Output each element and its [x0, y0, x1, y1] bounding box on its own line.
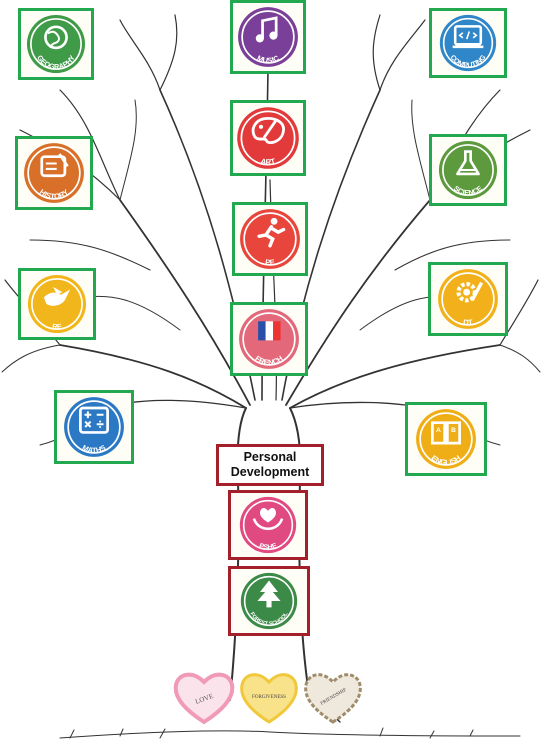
art-tile[interactable]: ART [230, 100, 306, 176]
science-tile[interactable]: SCIENCE [429, 134, 507, 206]
pe-badge: PE [240, 209, 300, 269]
computing-badge: COMPUTING [439, 14, 497, 72]
svg-text:B: B [451, 427, 456, 434]
dove-icon [43, 286, 71, 306]
art-badge: ART [237, 107, 299, 169]
dt-tile[interactable]: DT [428, 262, 508, 336]
forest-school-tile[interactable]: FOREST SCHOOL [228, 566, 310, 636]
history-label: HISTORY [38, 187, 70, 201]
maths-tile[interactable]: MATHS [54, 390, 134, 464]
science-badge: SCIENCE [438, 140, 498, 200]
geography-tile[interactable]: GEOGRAPHY [18, 8, 94, 80]
music-badge: MUSIC [238, 7, 298, 67]
music-label: MUSIC [256, 53, 281, 65]
music-tile[interactable]: MUSIC [230, 0, 306, 74]
pd-heading-line2: Development [230, 465, 310, 479]
french-tile[interactable]: FRENCH [230, 302, 308, 376]
french-flag-icon [258, 321, 281, 341]
english-label: ENGLISH [430, 453, 463, 467]
pe-tile[interactable]: PE [232, 202, 308, 276]
pshe-label: PSHE [258, 542, 278, 551]
gear-pencil-icon [456, 281, 484, 303]
dt-label: DT [463, 317, 474, 327]
runner-icon [257, 217, 286, 248]
flask-icon [456, 150, 480, 176]
geography-badge: GEOGRAPHY [26, 14, 86, 74]
friendship-heart: FRIENDSHIP [304, 673, 362, 724]
science-label: SCIENCE [452, 184, 484, 198]
re-badge: RE [27, 274, 87, 334]
globe-icon [44, 25, 68, 50]
music-note-icon [255, 16, 278, 43]
pe-label: PE [265, 257, 275, 267]
forgiveness-label: FORGIVENESS [252, 695, 286, 700]
pd-heading-line1: Personal [243, 450, 297, 464]
french-label: FRENCH [253, 354, 284, 367]
history-badge: HISTORY [24, 143, 84, 203]
maths-label: MATHS [81, 443, 108, 455]
svg-text:A: A [436, 427, 441, 434]
re-label: RE [52, 322, 63, 332]
maths-badge: MATHS [64, 397, 124, 457]
re-tile[interactable]: RE [18, 268, 96, 340]
pshe-tile[interactable]: PSHE [228, 490, 308, 560]
geography-label: GEOGRAPHY [35, 53, 77, 71]
heart-hands-icon [252, 508, 284, 531]
dt-badge: DT [438, 269, 498, 329]
laptop-code-icon [452, 25, 484, 49]
scroll-quill-icon [40, 153, 69, 178]
calculator-symbols-icon [79, 406, 109, 434]
forgiveness-heart: FORGIVENESS [240, 673, 298, 724]
love-heart: LOVE [173, 672, 235, 725]
pine-tree-icon [257, 580, 281, 608]
pshe-badge: PSHE [239, 496, 297, 554]
forest-school-badge: FOREST SCHOOL [240, 572, 298, 630]
french-badge: FRENCH [239, 309, 299, 369]
palette-brush-icon [251, 116, 285, 145]
art-label: ART [260, 156, 277, 166]
history-tile[interactable]: HISTORY [15, 136, 93, 210]
computing-tile[interactable]: COMPUTING [429, 8, 507, 78]
